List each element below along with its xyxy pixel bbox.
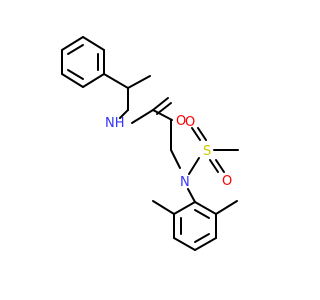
atom-label-n: N <box>180 175 190 190</box>
dimethylphenyl-ring <box>152 200 238 251</box>
backbone-bonds <box>103 73 200 203</box>
molecule-canvas: NH O N S O O <box>61 36 239 251</box>
structure-drawing: NH O N S O O <box>61 36 239 251</box>
sulfonyl-group <box>191 127 239 173</box>
atom-label-sulfonyl-o-bottom: O <box>222 174 232 189</box>
atom-label-sulfonyl-o-top: O <box>185 115 195 130</box>
phenyl-ring <box>61 36 105 88</box>
atom-label-s: S <box>203 144 211 159</box>
atom-label-nh: NH <box>105 116 125 131</box>
atom-label-carbonyl-o: O <box>176 114 186 129</box>
